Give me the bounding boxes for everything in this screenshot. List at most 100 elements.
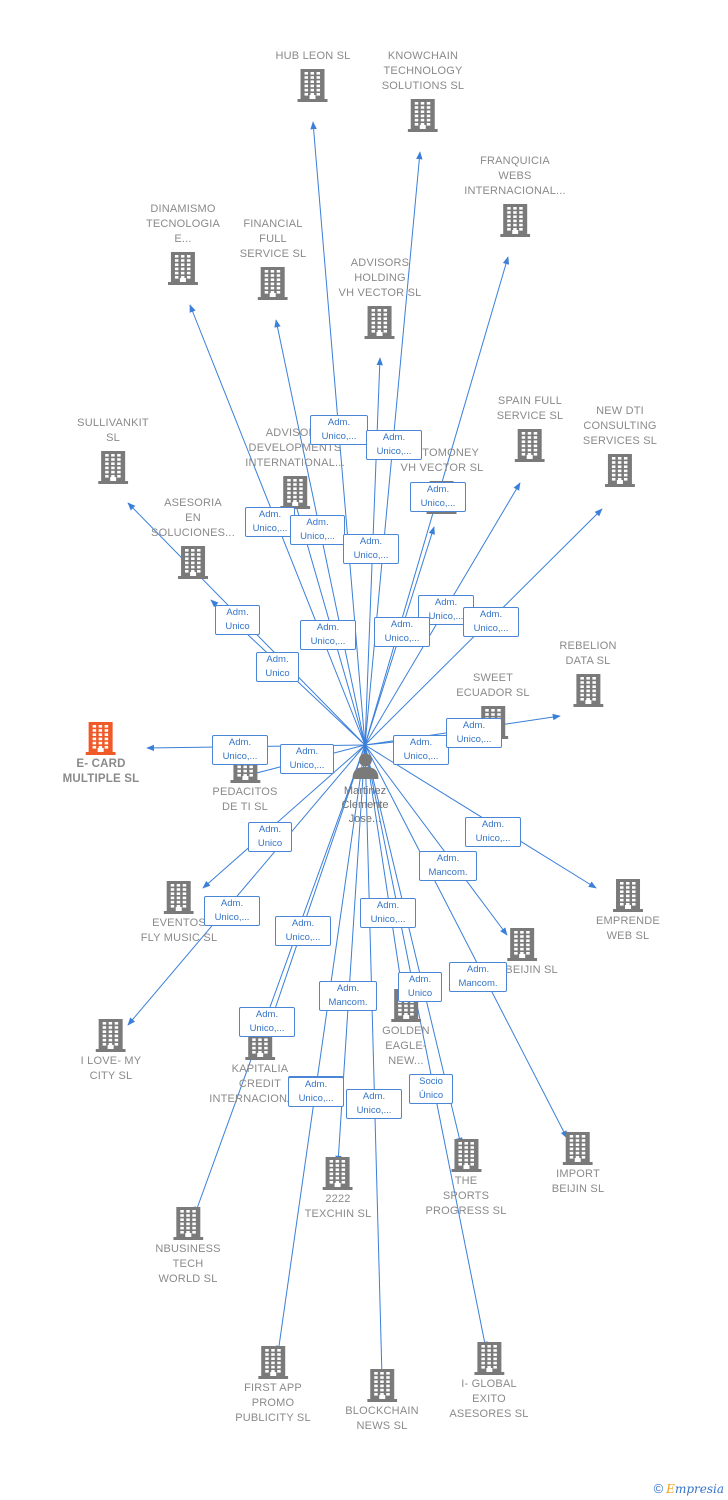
- company-node-advholding[interactable]: ADVISORS HOLDING VH VECTOR SL: [339, 256, 422, 339]
- company-name: EVENTOS FLY MUSIC SL: [140, 917, 218, 944]
- building-icon: [473, 1342, 504, 1375]
- company-node-financial[interactable]: FINANCIAL FULL SERVICE SL: [240, 217, 307, 300]
- role-badge[interactable]: Adm. Unico,...: [343, 534, 399, 564]
- company-node-eventos[interactable]: EVENTOS FLY MUSIC SL: [141, 880, 218, 946]
- building-icon: [168, 252, 198, 285]
- company-node-ilovemy[interactable]: I LOVE- MY CITY SL: [81, 1018, 142, 1084]
- company-node-knowchain[interactable]: KNOWCHAIN TECHNOLOGY SOLUTIONS SL: [382, 49, 464, 132]
- role-badge[interactable]: Adm. Unico: [256, 652, 299, 682]
- building-icon: [322, 1157, 353, 1190]
- company-name: ADVISORS DEVELOPMENTS INTERNATIONAL...: [245, 427, 345, 469]
- company-name: SULLIVANKIT SL: [77, 417, 149, 444]
- company-name: EMPRENDE WEB SL: [596, 915, 660, 942]
- company-node-rebelion[interactable]: REBELION DATA SL: [559, 639, 616, 707]
- role-badge[interactable]: Adm. Mancom.: [319, 981, 377, 1011]
- company-name: I LOVE- MY CITY SL: [80, 1055, 142, 1082]
- role-badge[interactable]: Adm. Mancom.: [449, 962, 507, 992]
- role-badge[interactable]: Adm. Unico,...: [360, 898, 416, 928]
- company-node-sullivankit[interactable]: SULLIVANKIT SL: [77, 416, 149, 484]
- edge-blockchain: [364, 744, 386, 1378]
- role-badge[interactable]: Adm. Unico,...: [204, 896, 260, 926]
- footer: © Empresia: [654, 1481, 724, 1496]
- role-badge[interactable]: Adm. Unico,...: [212, 735, 268, 765]
- company-building-icon: [178, 545, 208, 579]
- company-name: 2222 TEXCHIN SL: [304, 1193, 372, 1220]
- company-building-icon: [604, 453, 635, 487]
- role-badge[interactable]: Adm. Unico: [215, 605, 260, 635]
- building-icon: [514, 429, 545, 462]
- role-badge[interactable]: Adm. Unico: [248, 822, 292, 852]
- building-icon: [507, 928, 537, 961]
- company-name: GOLDEN EAGLE- NEW...: [382, 1025, 430, 1067]
- company-building-icon: [257, 266, 288, 300]
- building-icon: [612, 879, 643, 912]
- person-node[interactable]: Martinez Clemente Jose...: [341, 750, 389, 826]
- role-badge[interactable]: Adm. Unico,...: [366, 430, 422, 460]
- company-node-hubleon[interactable]: HUB LEON SL: [276, 49, 351, 102]
- company-node-nbusiness[interactable]: NBUSINESS TECH WORLD SL: [155, 1206, 220, 1287]
- role-badge[interactable]: Adm. Unico,...: [410, 482, 466, 512]
- company-name: PEDACITOS DE TI SL: [212, 786, 278, 813]
- company-node-iglobal[interactable]: I- GLOBAL EXITO ASESORES SL: [449, 1341, 528, 1422]
- role-badge[interactable]: Adm. Unico,...: [239, 1007, 295, 1037]
- building-icon: [572, 674, 603, 707]
- company-node-blockchain[interactable]: BLOCKCHAIN NEWS SL: [345, 1368, 419, 1434]
- company-name: E- CARD MULTIPLE SL: [62, 758, 140, 785]
- role-badge[interactable]: Adm. Unico,...: [275, 916, 331, 946]
- company-node-newdti[interactable]: NEW DTI CONSULTING SERVICES SL: [583, 404, 657, 487]
- company-name: HUB LEON SL: [275, 50, 351, 62]
- role-badge[interactable]: Adm. Unico,...: [245, 507, 295, 537]
- role-badge[interactable]: Adm. Unico,...: [300, 620, 356, 650]
- company-name: SWEET ECUADOR SL: [456, 672, 530, 699]
- company-node-dinamismo[interactable]: DINAMISMO TECNOLOGIA E...: [146, 202, 220, 285]
- building-icon: [85, 722, 116, 755]
- role-badge[interactable]: Adm. Unico,...: [393, 735, 449, 765]
- role-badge[interactable]: Adm. Unico,...: [446, 718, 502, 748]
- company-node-emprende[interactable]: EMPRENDE WEB SL: [596, 878, 660, 944]
- company-building-icon: [367, 1368, 397, 1402]
- company-building-icon: [507, 927, 537, 961]
- company-building-icon: [297, 68, 328, 102]
- building-icon: [297, 69, 328, 102]
- role-badge[interactable]: Adm. Unico,...: [290, 515, 345, 545]
- building-icon: [173, 1207, 203, 1240]
- company-name: NEW DTI CONSULTING SERVICES SL: [582, 405, 658, 447]
- building-icon: [98, 451, 128, 484]
- company-node-asesoria[interactable]: ASESORIA EN SOLUCIONES...: [151, 496, 235, 579]
- role-badge[interactable]: Socio Único: [409, 1074, 453, 1104]
- company-node-spainfull[interactable]: SPAIN FULL SERVICE SL: [497, 394, 564, 462]
- company-node-franquicia[interactable]: FRANQUICIA WEBS INTERNACIONAL...: [464, 154, 566, 237]
- company-node-texchin[interactable]: 2222 TEXCHIN SL: [305, 1156, 372, 1222]
- role-badge[interactable]: Adm. Mancom.: [419, 851, 477, 881]
- company-node-ecard[interactable]: E- CARD MULTIPLE SL: [63, 721, 140, 787]
- role-badge[interactable]: Adm. Unico: [398, 972, 442, 1002]
- company-building-icon: [499, 203, 530, 237]
- person-icon: [351, 753, 378, 779]
- company-building-icon: [85, 721, 116, 755]
- role-badge[interactable]: Adm. Unico,...: [463, 607, 519, 637]
- company-building-icon: [407, 98, 438, 132]
- company-node-firstapp[interactable]: FIRST APP PROMO PUBLICITY SL: [235, 1345, 311, 1426]
- brand-logo[interactable]: Empresia: [666, 1481, 724, 1496]
- company-name: SPAIN FULL SERVICE SL: [496, 395, 564, 422]
- building-icon: [364, 306, 395, 339]
- building-icon: [562, 1132, 593, 1165]
- role-badge[interactable]: Adm. Unico,...: [310, 415, 368, 445]
- role-badge[interactable]: Adm. Unico,...: [280, 744, 334, 774]
- role-badge[interactable]: Adm. Unico,...: [288, 1077, 344, 1107]
- company-name: BLOCKCHAIN NEWS SL: [345, 1405, 419, 1432]
- role-badge[interactable]: Adm. Unico,...: [465, 817, 521, 847]
- role-badge[interactable]: Adm. Unico,...: [374, 617, 430, 647]
- company-node-importbeijin[interactable]: IMPORT BEIJIN SL: [552, 1131, 605, 1197]
- company-building-icon: [572, 673, 603, 707]
- company-node-sports[interactable]: THE SPORTS PROGRESS SL: [425, 1138, 506, 1219]
- building-icon: [499, 204, 530, 237]
- edge-eventos: [202, 744, 366, 889]
- role-badge[interactable]: Adm. Unico,...: [346, 1089, 402, 1119]
- company-node-advdev[interactable]: ADVISORS DEVELOPMENTS INTERNATIONAL...: [245, 426, 345, 509]
- company-name: ASESORIA EN SOLUCIONES...: [151, 497, 235, 539]
- building-icon: [258, 1346, 288, 1379]
- company-name: THE SPORTS PROGRESS SL: [425, 1175, 507, 1217]
- building-icon: [451, 1139, 481, 1172]
- edge-iglobal: [364, 744, 488, 1350]
